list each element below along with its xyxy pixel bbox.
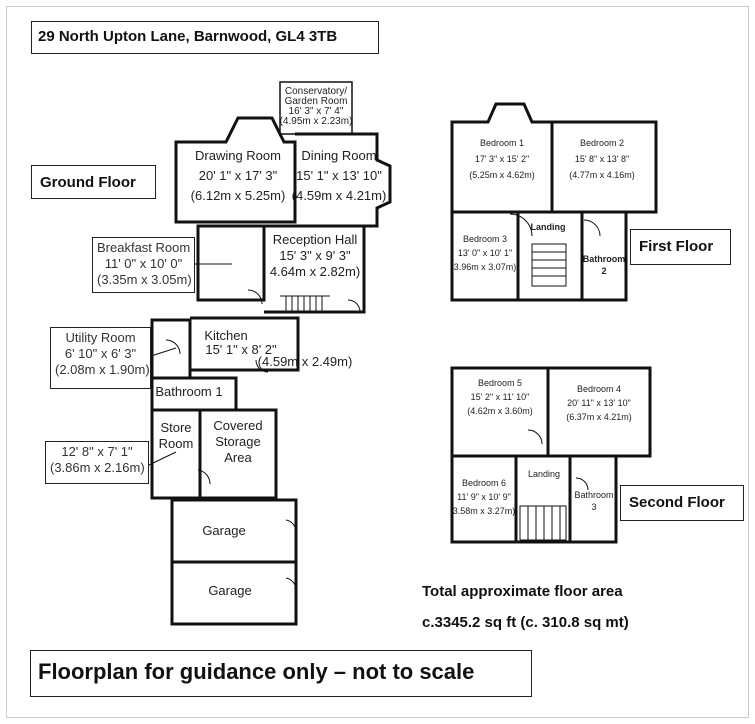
conservatory-name: Conservatory/ — [285, 86, 347, 97]
bedroom4-metric: (6.37m x 4.21m) — [566, 412, 632, 422]
covered-storage-line2: Storage — [215, 434, 261, 449]
dining-room-name: Dining Room — [301, 148, 376, 163]
bedroom3-metric: 3.96m x 3.07m) — [454, 262, 517, 272]
conservatory-imperial: 16' 3" x 7' 4" — [289, 106, 344, 117]
reception-hall-metric: 4.64m x 2.82m) — [270, 264, 360, 279]
bedroom5-metric: (4.62m x 3.60m) — [467, 406, 533, 416]
dining-room-imperial: 15' 1" x 13' 10" — [296, 168, 382, 183]
ground-floor-walls — [150, 81, 392, 626]
reception-hall-name: Reception Hall — [273, 232, 358, 247]
covered-storage-outline — [200, 408, 278, 500]
total-area-title: Total approximate floor area — [422, 583, 623, 600]
conservatory-metric: (4.95m x 2.23m) — [280, 116, 353, 127]
bedroom5-imperial: 15' 2" x 11' 10" — [471, 392, 530, 402]
bathroom2-line1: Bathroom — [583, 254, 626, 264]
breakfast-room-callout: Breakfast Room 11' 0" x 10' 0" (3.35m x … — [92, 237, 195, 293]
bathroom2-line2: 2 — [601, 266, 606, 276]
kitchen-name: Kitchen — [204, 328, 247, 343]
address-box: 29 North Upton Lane, Barnwood, GL4 3TB — [31, 21, 379, 54]
bathroom1-name: Bathroom 1 — [155, 384, 222, 399]
covered-storage-line3: Area — [224, 450, 252, 465]
bedroom2-outline — [552, 120, 658, 214]
bedroom1-metric: (5.25m x 4.62m) — [469, 170, 535, 180]
ground-floor-label: Ground Floor — [31, 165, 156, 199]
breakfast-room-name: Breakfast Room — [97, 240, 191, 255]
second-floor-walls — [450, 366, 652, 544]
total-area-value: c.3345.2 sq ft (c. 310.8 sq mt) — [422, 614, 629, 631]
bedroom6-imperial: 11' 9" x 10' 9" — [457, 492, 511, 502]
bathroom3-line1: Bathroom — [574, 490, 613, 500]
dining-room-metric: (4.59m x 4.21m) — [292, 188, 387, 203]
ground-door-swings — [165, 289, 361, 591]
utility-room-outline — [150, 318, 192, 380]
conservatory-name2: Garden Room — [285, 96, 348, 107]
first-floor-text: First Floor — [639, 238, 714, 255]
bedroom2-metric: (4.77m x 4.16m) — [569, 170, 635, 180]
dining-room-outline — [295, 132, 392, 228]
reception-hall-imperial: 15' 3" x 9' 3" — [279, 248, 351, 263]
store-room-imperial: 12' 8" x 7' 1" — [61, 444, 133, 459]
bathroom3-outline — [570, 454, 618, 544]
bathroom2-outline — [582, 210, 628, 302]
first-stairs — [509, 213, 601, 287]
drawing-room-name: Drawing Room — [195, 148, 281, 163]
bedroom4-imperial: 20' 11" x 13' 10" — [567, 398, 631, 408]
drawing-room-outline — [174, 116, 297, 224]
reception-hall-outline — [264, 224, 366, 314]
bathroom3-line2: 3 — [591, 502, 596, 512]
landing1-label: Landing — [531, 222, 566, 232]
address-text: 29 North Upton Lane, Barnwood, GL4 3TB — [38, 28, 338, 45]
store-room-callout: 12' 8" x 7' 1" (3.86m x 2.16m) — [45, 441, 149, 484]
garage1-label: Garage — [202, 523, 245, 538]
landing2-label: Landing — [528, 469, 560, 479]
landing2-outline — [516, 454, 572, 544]
bedroom6-name: Bedroom 6 — [462, 478, 506, 488]
second-stairs — [519, 429, 589, 541]
kitchen-outline — [190, 316, 300, 372]
covered-storage-line1: Covered — [213, 418, 262, 433]
kitchen-imperial: 15' 1" x 8' 2" — [205, 342, 277, 357]
bedroom6-metric: 3.58m x 3.27m) — [453, 506, 516, 516]
bedroom3-name: Bedroom 3 — [463, 234, 507, 244]
landing1-outline — [518, 210, 584, 302]
callout-pointers — [148, 263, 232, 466]
utility-room-imperial: 6' 10" x 6' 3" — [64, 346, 137, 361]
first-floor-label: First Floor — [630, 229, 731, 265]
ground-floor-text: Ground Floor — [40, 174, 136, 191]
utility-room-name: Utility Room — [65, 330, 136, 345]
store-room-name2: Room — [159, 436, 194, 451]
bedroom4-name: Bedroom 4 — [577, 384, 621, 394]
disclaimer-text: Floorplan for guidance only – not to sca… — [38, 659, 475, 684]
second-floor-label: Second Floor — [620, 485, 744, 521]
second-floor-text: Second Floor — [629, 494, 725, 511]
garage2-label: Garage — [208, 583, 251, 598]
garage2-outline — [170, 560, 298, 626]
kitchen-metric: (4.59m x 2.49m) — [258, 354, 353, 369]
store-room-name: Store — [160, 420, 191, 435]
bedroom2-imperial: 15' 8" x 13' 8" — [575, 154, 629, 164]
bedroom1-name: Bedroom 1 — [480, 138, 524, 148]
disclaimer-box: Floorplan for guidance only – not to sca… — [30, 650, 532, 697]
first-floor-walls — [450, 102, 658, 302]
utility-room-metric: (2.08m x 1.90m) — [55, 362, 150, 377]
breakfast-room-metric: (3.35m x 3.05m) — [97, 272, 192, 287]
bedroom2-name: Bedroom 2 — [580, 138, 624, 148]
bedroom5-name: Bedroom 5 — [478, 378, 522, 388]
store-room-metric: (3.86m x 2.16m) — [50, 460, 145, 475]
ground-stairs — [280, 295, 330, 312]
utility-room-callout: Utility Room 6' 10" x 6' 3" (2.08m x 1.9… — [50, 327, 151, 389]
breakfast-room-outline — [196, 224, 266, 302]
breakfast-room-imperial: 11' 0" x 10' 0" — [104, 256, 183, 271]
drawing-room-metric: (6.12m x 5.25m) — [191, 188, 286, 203]
drawing-room-imperial: 20' 1" x 17' 3" — [199, 168, 278, 183]
bedroom3-imperial: 13' 0" x 10' 1" — [458, 248, 512, 258]
bedroom1-imperial: 17' 3" x 15' 2" — [475, 154, 529, 164]
